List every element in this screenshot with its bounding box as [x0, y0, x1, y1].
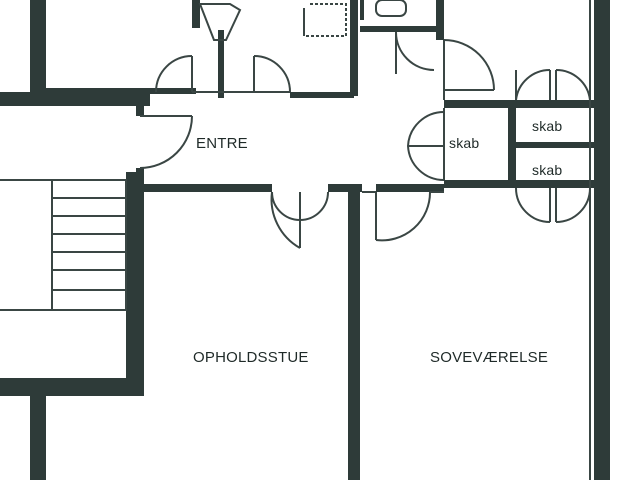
door-skab2-arc-a: [515, 68, 551, 101]
door-entry-arc: [139, 115, 193, 169]
door-living-swing: [270, 191, 301, 249]
wall-living-bedroom: [348, 192, 360, 480]
wall-entry-top: [0, 92, 150, 106]
wall-living-top-b: [328, 184, 362, 192]
wall-upper-a: [192, 0, 200, 28]
wall-right-outer: [594, 0, 610, 480]
door-bath-arc: [395, 31, 435, 71]
door-skab2-arc-b: [555, 68, 591, 101]
wall-lower-left: [0, 378, 144, 396]
door-skab3-arc-b: [555, 187, 591, 223]
wall-closet-bottom: [444, 180, 594, 188]
closet-label-skab-3: skab: [532, 162, 563, 178]
wall-left-upper: [30, 0, 46, 94]
wall-bath-b: [360, 26, 436, 32]
wall-entry-left-a: [136, 98, 144, 116]
shower-outline: [304, 3, 347, 37]
walls: [0, 0, 610, 480]
wall-upper-c: [290, 92, 354, 98]
door-right-arc: [443, 39, 495, 91]
door-skab1-arc-b: [407, 145, 445, 182]
wall-left-lower: [30, 396, 46, 480]
wall-stair-right: [126, 172, 144, 380]
door-skab3-arc-a: [515, 187, 551, 223]
room-label-sovevaerelse: SOVEVÆRELSE: [430, 349, 549, 366]
wall-living-top: [144, 184, 272, 192]
basin-fixture: [375, 0, 407, 17]
wall-bedroom-top: [376, 184, 444, 192]
wall-room-bottom: [46, 88, 196, 94]
wall-upper-e: [436, 0, 444, 40]
room-label-entre: ENTRE: [196, 135, 248, 152]
door-upper-left-arc-a: [155, 55, 193, 93]
wall-upper-b: [218, 30, 224, 98]
closet-label-skab-1: skab: [449, 135, 480, 151]
wall-closet-divider: [508, 100, 516, 186]
thin-lines: [0, 0, 591, 480]
wall-closet-mid: [516, 142, 594, 148]
wc-fixture: [198, 3, 242, 41]
door-living-arc-b: [299, 191, 329, 221]
door-living-arc-a: [271, 191, 301, 221]
door-bedroom-arc: [375, 191, 432, 242]
wall-bath-a: [360, 0, 364, 20]
closet-label-skab-2: skab: [532, 118, 563, 134]
room-label-opholdsstue: OPHOLDSSTUE: [193, 349, 309, 366]
door-upper-left-arc-b: [253, 55, 291, 93]
door-skab1-arc-a: [407, 110, 445, 147]
wall-closet-top: [444, 100, 594, 108]
wall-upper-d: [350, 0, 358, 96]
